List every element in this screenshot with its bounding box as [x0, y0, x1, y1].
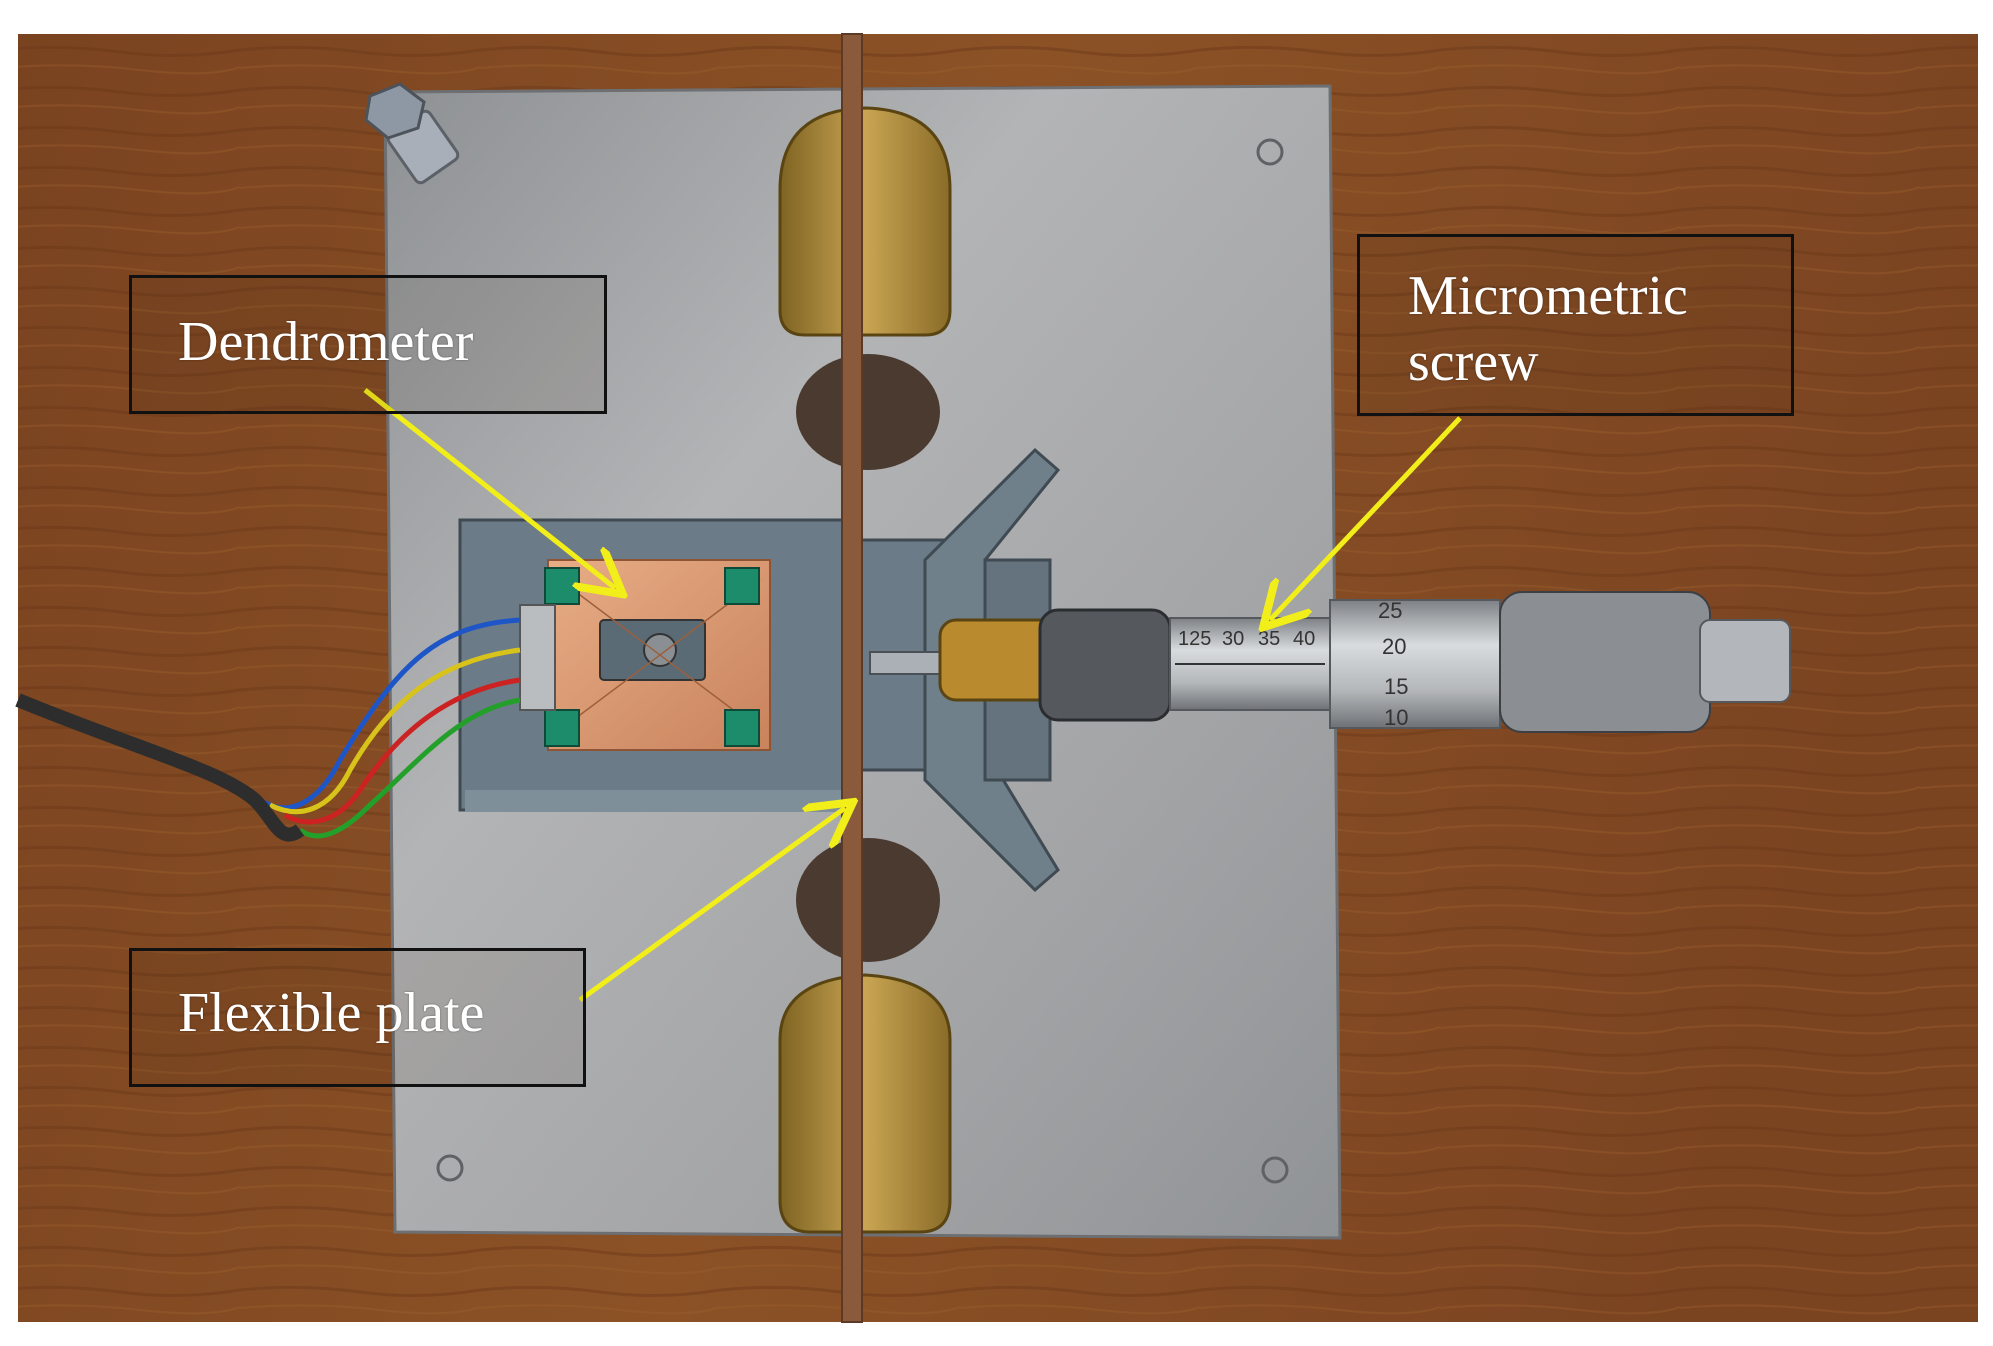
sleeve-tick: 35	[1258, 628, 1280, 650]
dendrometer-label-box	[129, 275, 607, 414]
micrometric-screw	[869, 591, 1791, 733]
terminal-block	[519, 604, 556, 711]
flexible-plate-label: Flexible plate	[178, 982, 485, 1044]
sleeve-tick: 30	[1222, 628, 1244, 650]
dendrometer-sensor	[544, 559, 771, 751]
brass-clamp-bottom	[778, 973, 952, 1234]
flexible-plate-label-box	[129, 948, 586, 1087]
plate-hole-upper	[796, 354, 940, 470]
micrometric-screw-label-line1: Micrometric	[1408, 265, 1688, 327]
micrometer-thimble-scale: 25 20 15 10	[1378, 598, 1408, 730]
micrometer-sleeve-scale: 125 30 35 40	[1178, 628, 1315, 650]
bolt	[364, 82, 460, 185]
plate-hole-lower	[796, 838, 940, 962]
thimble-tick: 25	[1378, 598, 1402, 623]
thimble-tick: 10	[1384, 705, 1408, 730]
micrometric-screw-label-box	[1357, 234, 1794, 416]
sleeve-tick: 125	[1178, 628, 1211, 650]
micrometric-screw-arrow	[1270, 416, 1462, 620]
sensor-wires	[15, 617, 521, 842]
flexible-plate	[841, 33, 863, 1323]
brass-clamp-top	[778, 106, 952, 337]
dendrometer-label: Dendrometer	[178, 311, 474, 373]
sleeve-tick: 40	[1293, 628, 1315, 650]
flexible-plate-arrow	[578, 808, 845, 1003]
thimble-tick: 15	[1384, 674, 1408, 699]
thimble-tick: 20	[1382, 634, 1406, 659]
dendrometer-arrow	[363, 388, 615, 588]
micrometric-screw-label-line2: screw	[1408, 331, 1539, 393]
